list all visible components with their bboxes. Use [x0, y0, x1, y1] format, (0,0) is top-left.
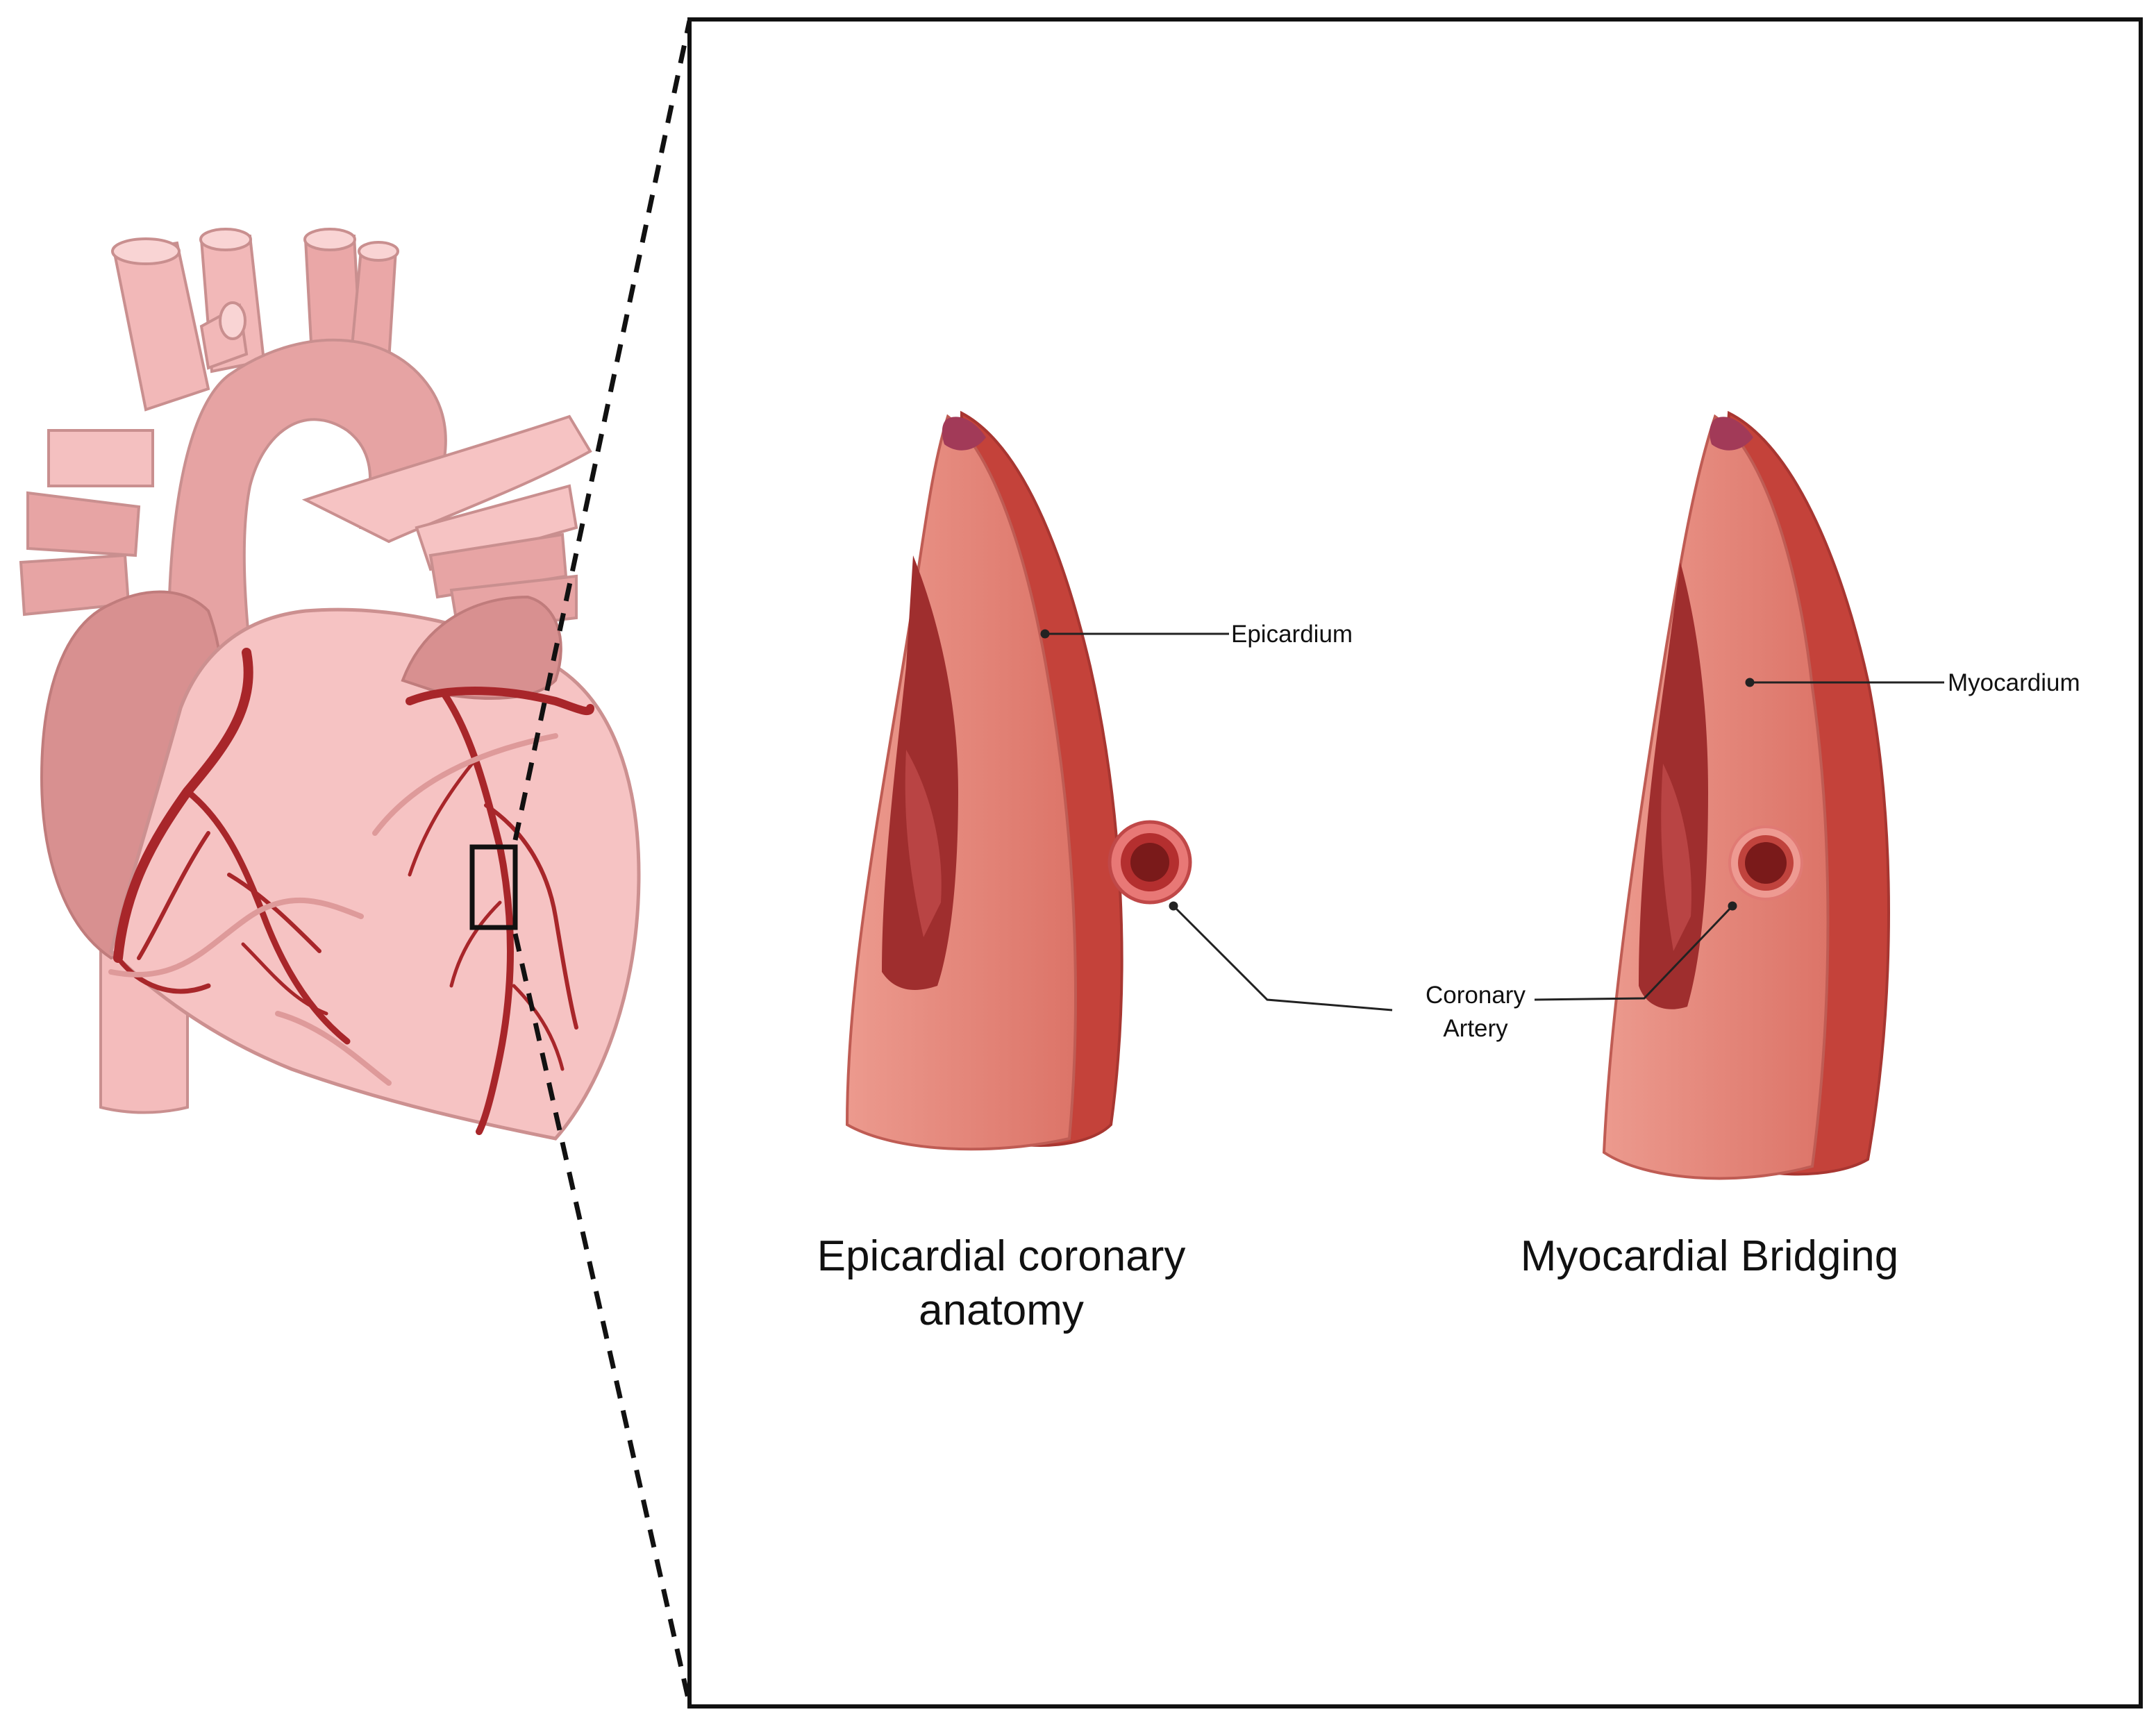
coronary-artery-lumen [1130, 843, 1169, 882]
zoom-marker-box [469, 844, 518, 930]
leader-lines [1040, 629, 1944, 1011]
caption-epicardial-line2: anatomy [919, 1286, 1084, 1334]
label-epicardium: Epicardium [1231, 621, 1353, 648]
label-myocardium: Myocardium [1948, 669, 2080, 696]
wedge-myocardial-bridging [1602, 410, 1890, 1180]
coronary-arteries [113, 648, 594, 1135]
cardiac-veins [108, 733, 558, 1086]
pulmonary-veins-left [19, 429, 154, 616]
bridged-artery-lumen [1745, 842, 1787, 884]
label-coronary-artery-line2: Artery [1443, 1015, 1508, 1042]
caption-myocardial-bridging: Myocardial Bridging [1521, 1232, 1898, 1280]
left-atrial-appendage [401, 595, 562, 700]
pulmonary-artery-right [301, 414, 592, 634]
heart-illustration [19, 228, 641, 1141]
zoom-lines [512, 20, 692, 1705]
label-coronary-artery-line1: Coronary [1426, 982, 1526, 1009]
caption-epicardial-line1: Epicardial coronary [817, 1232, 1186, 1280]
wedge-epicardial [845, 410, 1192, 1151]
